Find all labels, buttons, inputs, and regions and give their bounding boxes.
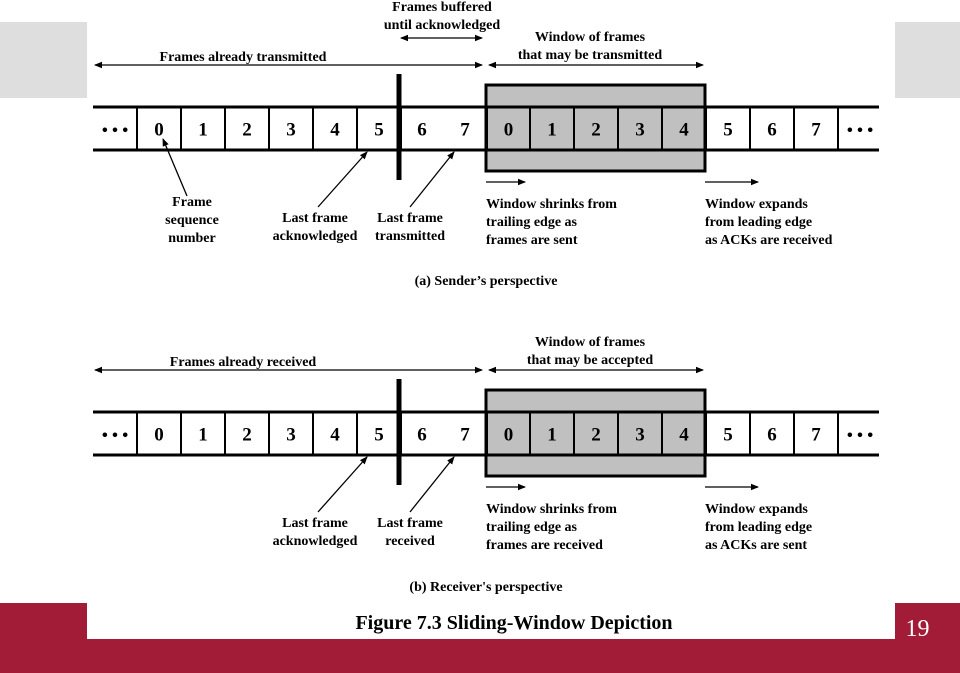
last-ack-label-line: acknowledged xyxy=(273,534,358,549)
ellipsis-left: • • • xyxy=(102,426,128,445)
frame-number: 6 xyxy=(417,120,427,141)
frame-number: 3 xyxy=(635,425,645,446)
pointer-arrow xyxy=(317,151,368,208)
frame-number: 1 xyxy=(198,120,208,141)
frame-number: 7 xyxy=(460,120,470,141)
frame-number: 4 xyxy=(330,120,340,141)
frame-number: 6 xyxy=(767,120,777,141)
frame-number: 4 xyxy=(679,425,689,446)
shrinks-label-line: Window shrinks from xyxy=(486,502,617,517)
frame-number: 4 xyxy=(679,120,689,141)
frame-number: 3 xyxy=(635,120,645,141)
frame-number: 3 xyxy=(286,120,296,141)
window-label-line: that may be transmitted xyxy=(518,48,662,63)
frame-number: 0 xyxy=(504,425,514,446)
last-ack-label-line: Last frame xyxy=(282,516,348,531)
frame-number: 7 xyxy=(811,120,821,141)
frame-number: 7 xyxy=(460,425,470,446)
last-frame-label-line: received xyxy=(385,534,435,549)
ellipsis-left: • • • xyxy=(102,121,128,140)
ellipsis-right: • • • xyxy=(847,121,873,140)
frame-number: 2 xyxy=(591,425,601,446)
subcaption: (b) Receiver's perspective xyxy=(409,580,562,595)
shrinks-label-line: frames are received xyxy=(486,538,603,553)
seq-label-line: Frame xyxy=(172,195,212,210)
expands-label-line: from leading edge xyxy=(705,215,812,230)
top-left-panel xyxy=(0,22,87,98)
receiver-panel: • • • • • • 0 1 2 3 4 5 6 7 0 1 2 3 4 5 6 7 Frames already… xyxy=(93,335,879,595)
frame-number: 4 xyxy=(330,425,340,446)
range-left-label: Frames already received xyxy=(170,355,317,370)
last-frame-label-line: Last frame xyxy=(377,211,443,226)
seq-label-line: number xyxy=(168,231,215,246)
frame-number: 6 xyxy=(417,425,427,446)
top-right-panel xyxy=(895,22,960,98)
pointer-arrow xyxy=(409,151,455,208)
window-label-line: that may be accepted xyxy=(527,353,654,368)
last-ack-label-line: acknowledged xyxy=(273,229,358,244)
expands-label-line: as ACKs are received xyxy=(705,233,833,248)
frame-number: 1 xyxy=(547,120,557,141)
last-frame-label-line: transmitted xyxy=(375,229,445,244)
expands-label-line: Window expands xyxy=(705,197,808,212)
last-ack-label-line: Last frame xyxy=(282,211,348,226)
shrinks-label-line: trailing edge as xyxy=(486,215,578,230)
frame-number: 2 xyxy=(591,120,601,141)
expands-label-line: Window expands xyxy=(705,502,808,517)
frame-number: 0 xyxy=(504,120,514,141)
window-label-line: Window of frames xyxy=(535,30,646,45)
frame-number: 6 xyxy=(767,425,777,446)
figure-caption: Figure 7.3 Sliding-Window Depiction xyxy=(355,612,672,634)
shrinks-label-line: Window shrinks from xyxy=(486,197,617,212)
page-number: 19 xyxy=(905,616,930,642)
frame-number: 5 xyxy=(374,120,384,141)
frame-number: 3 xyxy=(286,425,296,446)
frame-number: 5 xyxy=(374,425,384,446)
caption-strip xyxy=(87,603,895,639)
frame-number: 0 xyxy=(154,120,164,141)
expands-label-line: as ACKs are sent xyxy=(705,538,807,553)
buffered-label-line: Frames buffered xyxy=(392,0,492,15)
pointer-arrow xyxy=(162,138,188,197)
shrinks-label-line: trailing edge as xyxy=(486,520,578,535)
range-left-label: Frames already transmitted xyxy=(160,50,327,65)
frame-number: 0 xyxy=(154,425,164,446)
frame-number: 1 xyxy=(198,425,208,446)
frame-number: 7 xyxy=(811,425,821,446)
sender-panel: • • • • • • 0 1 2 3 4 5 6 7 0 1 2 3 4 5 6 7 Frames already… xyxy=(93,0,879,289)
pointer-arrow xyxy=(409,456,455,513)
ellipsis-right: • • • xyxy=(847,426,873,445)
window-label-line: Window of frames xyxy=(535,335,646,350)
expands-label-line: from leading edge xyxy=(705,520,812,535)
frame-number: 5 xyxy=(723,425,733,446)
frame-number: 5 xyxy=(723,120,733,141)
shrinks-label-line: frames are sent xyxy=(486,233,578,248)
last-frame-label-line: Last frame xyxy=(377,516,443,531)
frame-number: 2 xyxy=(242,425,252,446)
frame-number: 1 xyxy=(547,425,557,446)
subcaption: (a) Sender’s perspective xyxy=(415,274,558,289)
seq-label-line: sequence xyxy=(165,213,219,228)
frame-number: 2 xyxy=(242,120,252,141)
pointer-arrow xyxy=(317,456,368,513)
buffered-label-line: until acknowledged xyxy=(384,18,501,33)
